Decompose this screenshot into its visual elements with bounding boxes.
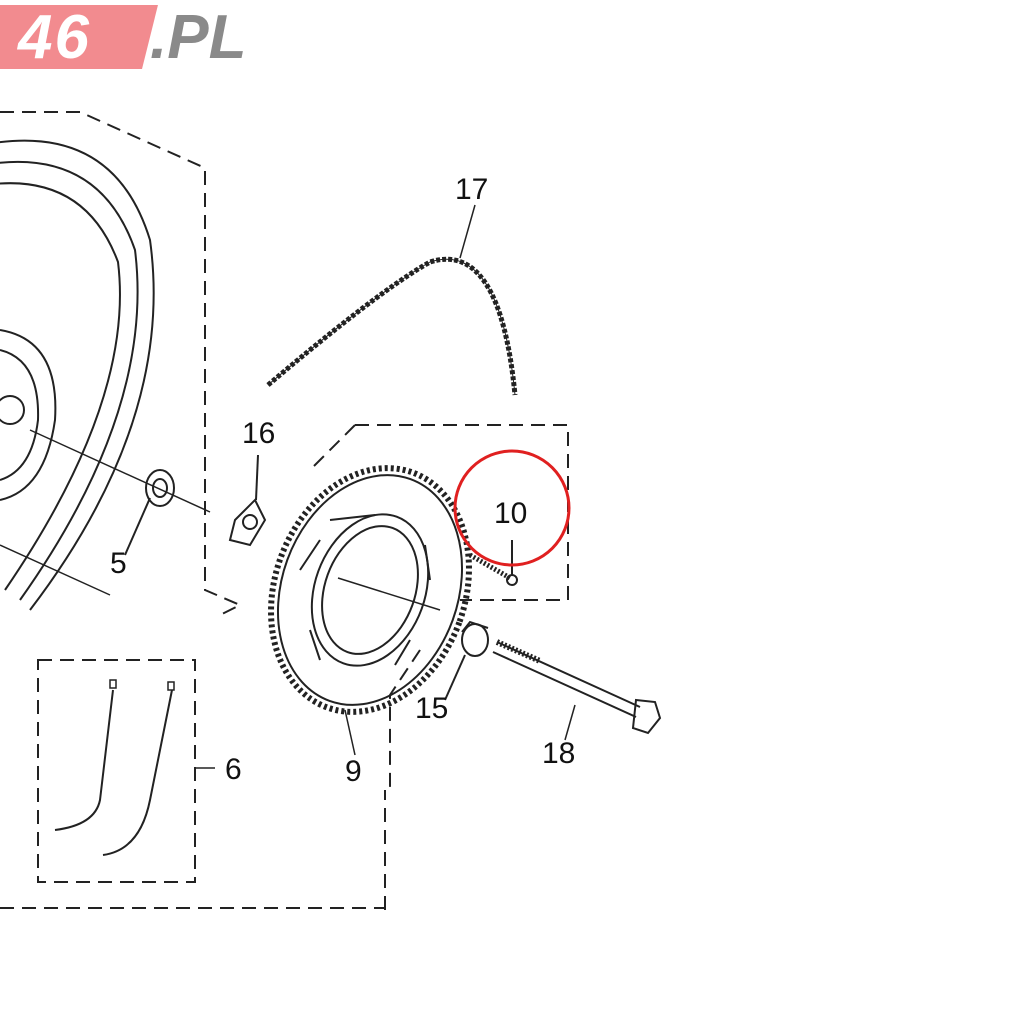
- axle-18: [492, 639, 662, 741]
- callout-5: 5: [110, 547, 127, 580]
- wheel-rim: [0, 139, 155, 611]
- sprocket-9: [268, 465, 472, 756]
- callout-6: 6: [225, 753, 242, 786]
- callout-10: 10: [494, 497, 528, 530]
- callout-18: 18: [542, 737, 576, 770]
- logo-number: 46: [18, 3, 91, 72]
- callout-17: 17: [455, 173, 489, 206]
- callout-16: 16: [242, 417, 276, 450]
- spokes-6: [54, 679, 215, 856]
- wheel-group-boundary: [0, 111, 243, 616]
- callout-9: 9: [345, 755, 362, 788]
- highlight-circle: [453, 449, 571, 567]
- collar-16: [228, 454, 267, 547]
- sprocket-group-boundary: [0, 424, 569, 910]
- collar-15: [444, 620, 489, 701]
- wheel-hub: [0, 329, 57, 501]
- callout-15: 15: [415, 692, 449, 725]
- bolt-10: [468, 540, 518, 586]
- logo-domain: .PL: [150, 3, 247, 72]
- chain-17: [266, 256, 518, 396]
- bearing-5: [124, 469, 175, 556]
- spoke-group-boundary: [37, 659, 196, 883]
